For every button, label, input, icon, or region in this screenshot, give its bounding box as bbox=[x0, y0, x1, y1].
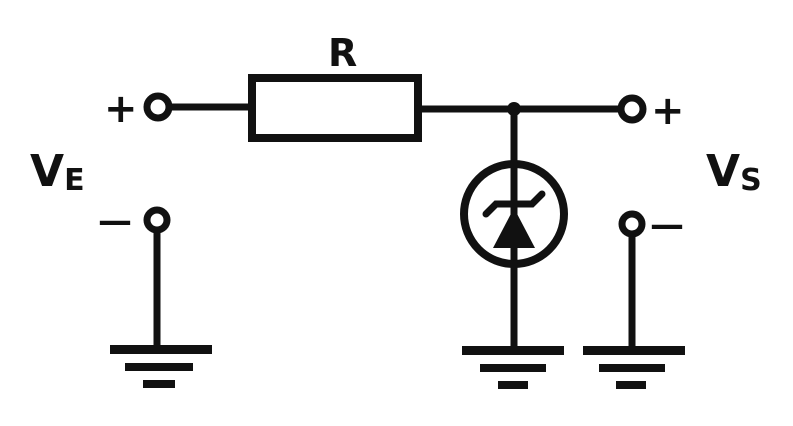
output-ground-bar-3 bbox=[616, 381, 646, 389]
input-ground-bar-1 bbox=[110, 345, 212, 354]
input-bottom-minus-sign: — bbox=[98, 201, 132, 241]
zener-bar bbox=[482, 190, 546, 218]
zener-triangle bbox=[493, 208, 535, 248]
output-voltage-sub: S bbox=[740, 163, 762, 198]
output-ground-bar-2 bbox=[599, 364, 665, 372]
output-voltage-main: V bbox=[706, 146, 740, 197]
input-ground-bar-3 bbox=[143, 380, 175, 388]
input-top-plus-sign: + bbox=[104, 86, 138, 132]
output-bottom-minus-sign: — bbox=[650, 205, 684, 245]
input-voltage-main: V bbox=[30, 146, 64, 197]
output-top-plus-sign: + bbox=[651, 88, 685, 134]
input-voltage-sub: E bbox=[64, 163, 85, 198]
input-ground-bar-2 bbox=[125, 363, 193, 371]
output-voltage-label: VS bbox=[706, 146, 762, 198]
zener-ground-bar-3 bbox=[498, 381, 528, 389]
resistor-body bbox=[248, 74, 422, 142]
output-top-terminal bbox=[617, 94, 647, 124]
output-ground-bar-1 bbox=[583, 346, 685, 355]
resistor-label: R bbox=[328, 31, 357, 75]
zener-ground-bar-2 bbox=[480, 364, 546, 372]
input-top-terminal bbox=[143, 92, 173, 122]
input-voltage-label: VE bbox=[30, 146, 85, 198]
zener-ground-bar-1 bbox=[462, 346, 564, 355]
